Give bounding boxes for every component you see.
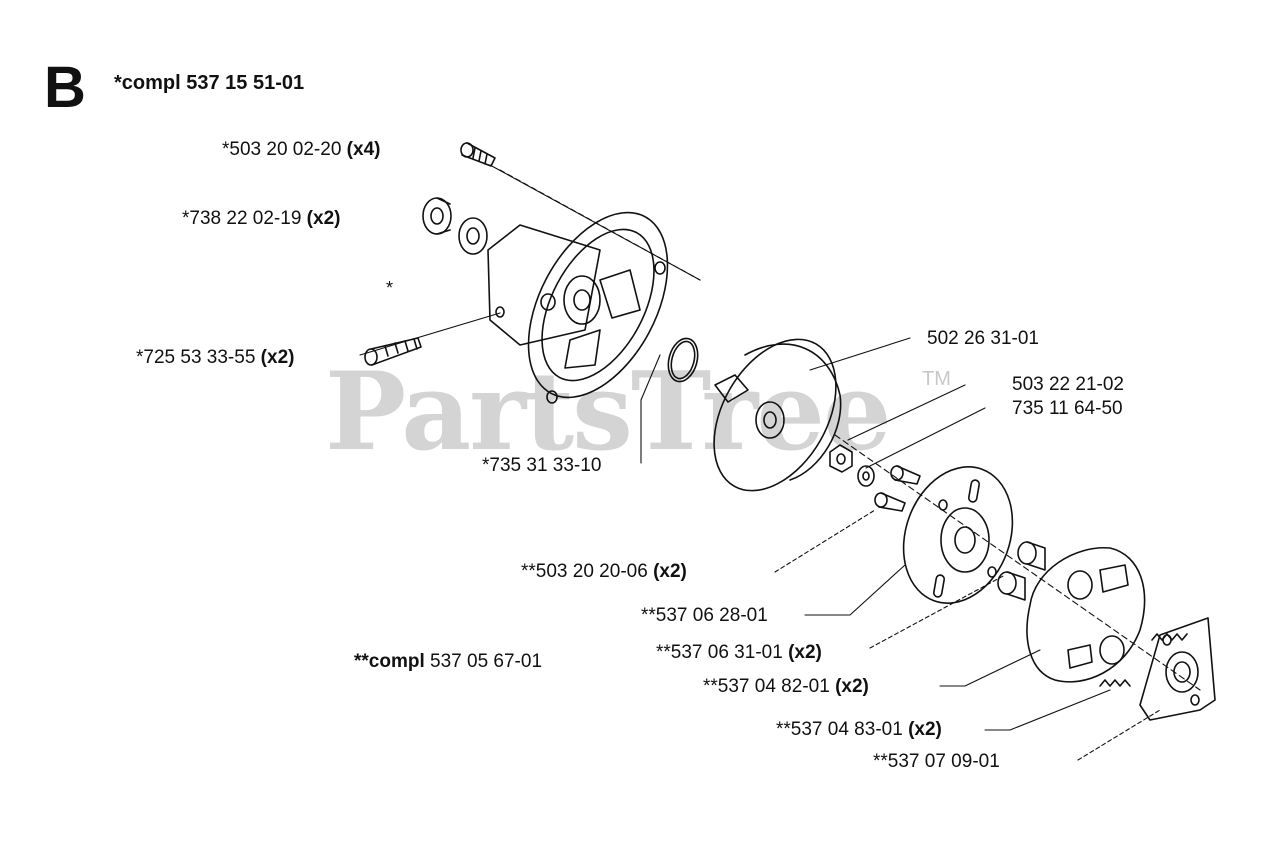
label-shoe[interactable]: **537 04 82-01 (x2)	[703, 676, 869, 698]
part-number: **537 04 82-01	[703, 676, 830, 697]
quantity: (x2)	[835, 676, 869, 697]
leader-nut	[847, 384, 966, 441]
part-number: **537 06 28-01	[641, 605, 768, 626]
part-number: *738 22 02-19	[182, 208, 302, 229]
quantity: (x2)	[653, 561, 687, 582]
label-hub[interactable]: **537 07 09-01	[873, 751, 1000, 773]
part-number: **537 07 09-01	[873, 751, 1000, 772]
leader-spring	[984, 689, 1111, 731]
quantity: (x2)	[908, 719, 942, 740]
quantity: (x4)	[346, 139, 381, 160]
leader-circlip	[640, 354, 661, 464]
part-number: 502 26 31-01	[927, 328, 1039, 349]
part-number: *725 53 33-55	[136, 347, 256, 368]
nut-washer-part	[829, 444, 875, 487]
label-nut[interactable]: 503 22 21-02	[1012, 374, 1124, 396]
clutch-plate-part	[902, 466, 1014, 604]
circlip-part	[667, 337, 699, 383]
assembly-title: *compl 537 15 51-01	[114, 72, 305, 94]
bushing-part	[997, 541, 1046, 601]
axis-line-main	[834, 434, 1201, 691]
clutch-drum-part	[713, 338, 842, 492]
label-clutch-compl[interactable]: **compl 537 05 67-01	[354, 651, 542, 673]
quantity: (x2)	[788, 642, 822, 663]
asterisk-marker: *	[386, 278, 394, 298]
section-letter: B	[44, 55, 86, 120]
leader-drum	[809, 337, 911, 371]
part-number: **537 04 83-01	[776, 719, 903, 740]
gear-housing-part	[487, 211, 669, 404]
spring-part	[1099, 633, 1188, 687]
leader-bushing	[869, 574, 1006, 649]
part-number: *503 20 02-20	[222, 139, 342, 160]
label-bushing[interactable]: **537 06 31-01 (x2)	[656, 642, 822, 664]
label-spring[interactable]: **537 04 83-01 (x2)	[776, 719, 942, 741]
bearing-part	[422, 197, 488, 255]
part-number: 503 22 21-02	[1012, 374, 1124, 395]
leader-hub	[1077, 709, 1161, 761]
label-screw[interactable]: **503 20 20-06 (x2)	[521, 561, 687, 583]
part-number: **537 06 31-01	[656, 642, 783, 663]
label-washer[interactable]: 735 11 64-50	[1012, 398, 1123, 420]
leader-bolt-left	[359, 312, 501, 356]
clutch-shoe-part	[1026, 547, 1146, 683]
label-bolt-left[interactable]: *725 53 33-55 (x2)	[136, 347, 294, 369]
label-circlip[interactable]: *735 31 33-10	[482, 455, 601, 477]
part-number: **503 20 20-06	[521, 561, 648, 582]
leader-plate	[804, 564, 906, 616]
leader-screw	[774, 509, 876, 573]
clutch-hub-part	[1139, 617, 1216, 721]
part-number: *735 31 33-10	[482, 455, 602, 476]
label-plate[interactable]: **537 06 28-01	[641, 605, 768, 627]
part-number: 537 05 67-01	[430, 651, 543, 672]
compl-prefix: **compl	[354, 651, 425, 672]
label-bolt-top[interactable]: *503 20 02-20 (x4)	[222, 139, 380, 161]
leader-shoe	[939, 649, 1041, 687]
watermark: PartsTree	[325, 349, 892, 475]
quantity: (x2)	[260, 347, 295, 368]
label-drum[interactable]: 502 26 31-01	[927, 328, 1039, 350]
part-number: 735 11 64-50	[1012, 398, 1123, 419]
quantity: (x2)	[306, 208, 341, 229]
trademark: TM	[922, 368, 951, 390]
bolt-left-part	[364, 337, 422, 366]
bolt-top-part	[460, 142, 496, 167]
screw-part	[874, 465, 921, 512]
label-bearing[interactable]: *738 22 02-19 (x2)	[182, 208, 340, 230]
leader-washer	[865, 407, 986, 469]
